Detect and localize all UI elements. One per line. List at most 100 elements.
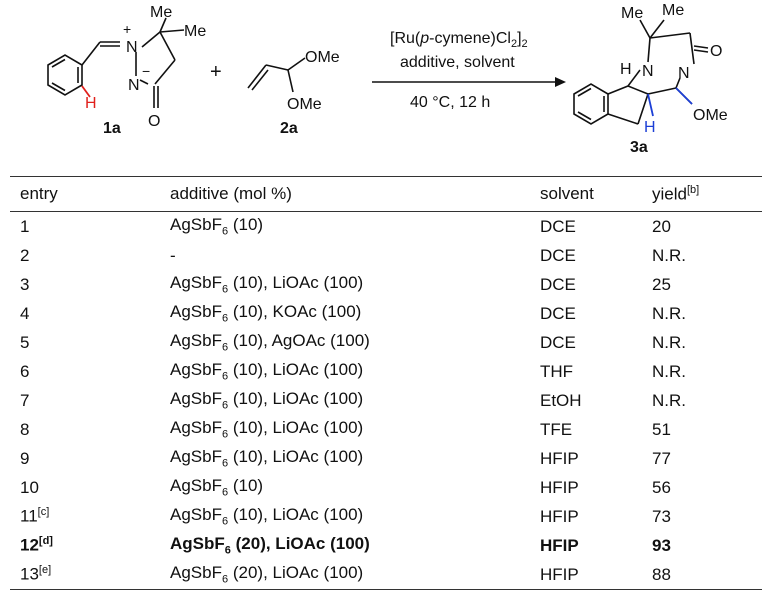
cell-solvent: THF xyxy=(540,361,574,381)
cell-solvent: HFIP xyxy=(540,477,579,497)
cell-additive: AgSbF6 (10), LiOAc (100) xyxy=(170,505,364,528)
cell-solvent: HFIP xyxy=(540,506,579,526)
cell-yield: 20 xyxy=(652,216,671,236)
conditions-additive-solvent: additive, solvent xyxy=(400,54,515,71)
cell-solvent: HFIP xyxy=(540,535,579,555)
atom-ome-3a: OMe xyxy=(693,107,728,124)
atom-ome-2a-top: OMe xyxy=(305,49,340,66)
table-row: 3 AgSbF6 (10), LiOAc (100) DCE 25 xyxy=(10,270,762,299)
cell-solvent: HFIP xyxy=(540,448,579,468)
header-solvent: solvent xyxy=(540,176,652,212)
cell-additive: AgSbF6 (10), AgOAc (100) xyxy=(170,331,370,354)
atom-h-3a-top: H xyxy=(620,61,632,78)
atom-n-3a-1: N xyxy=(642,63,654,80)
cell-yield: 25 xyxy=(652,274,671,294)
highlight-blue-bond-2 xyxy=(675,87,693,105)
cell-additive: AgSbF6 (10), KOAc (100) xyxy=(170,302,362,325)
cell-solvent: EtOH xyxy=(540,390,582,410)
atom-me-1a-right: Me xyxy=(184,23,206,40)
entry-footnote: [e] xyxy=(38,564,52,577)
entry-number: 7 xyxy=(20,390,30,410)
plus-sign: + xyxy=(210,61,222,83)
label-2a: 2a xyxy=(280,120,298,137)
cell-yield: N.R. xyxy=(652,390,686,410)
entry-number: 12 xyxy=(20,535,39,555)
entry-number: 5 xyxy=(20,332,30,352)
atom-n-plus: N xyxy=(126,39,138,56)
entry-number: 11 xyxy=(20,506,38,526)
cell-entry: 13[e] xyxy=(10,560,170,590)
cell-entry: 5 xyxy=(10,328,170,357)
cell-yield: 56 xyxy=(652,477,671,497)
entry-number: 3 xyxy=(20,274,30,294)
cell-entry: 1 xyxy=(10,212,170,242)
cell-yield: N.R. xyxy=(652,332,686,352)
cell-entry: 2 xyxy=(10,241,170,270)
cell-entry: 6 xyxy=(10,357,170,386)
cell-yield: N.R. xyxy=(652,361,686,381)
cell-solvent: DCE xyxy=(540,245,576,265)
reactant-1a-structure xyxy=(47,17,185,108)
highlight-h-bond xyxy=(81,85,91,98)
cell-additive: AgSbF6 (10), LiOAc (100) xyxy=(170,389,364,412)
cell-additive: - xyxy=(170,245,176,265)
reaction-arrow-head xyxy=(555,77,566,87)
cell-yield: N.R. xyxy=(652,245,686,265)
cell-yield: 73 xyxy=(652,506,671,526)
entry-footnote: [c] xyxy=(37,506,50,519)
charge-minus: − xyxy=(142,63,150,79)
entry-number: 8 xyxy=(20,419,30,439)
entry-number: 9 xyxy=(20,448,30,468)
entry-number: 6 xyxy=(20,361,30,381)
atom-me-3a-left: Me xyxy=(621,5,643,22)
cell-yield: 51 xyxy=(652,419,671,439)
label-1a: 1a xyxy=(103,120,121,137)
entry-number: 1 xyxy=(20,216,30,236)
optimization-table: entry additive (mol %) solvent yield[b] … xyxy=(10,176,762,590)
cell-solvent: HFIP xyxy=(540,560,652,590)
cell-additive: AgSbF6 (10) xyxy=(170,476,264,499)
entry-number: 4 xyxy=(20,303,30,323)
cell-additive: AgSbF6 (20), LiOAc (100) xyxy=(170,560,540,590)
header-yield: yield[b] xyxy=(652,176,762,212)
entry-number: 10 xyxy=(20,477,39,497)
cell-entry: 7 xyxy=(10,386,170,415)
entry-number: 2 xyxy=(20,245,30,265)
header-yield-label: yield xyxy=(652,184,687,204)
cell-additive: AgSbF6 (20), LiOAc (100) xyxy=(170,534,370,557)
entry-footnote: [d] xyxy=(38,535,53,548)
atom-o-3a: O xyxy=(710,43,722,60)
product-3a-structure xyxy=(573,19,709,125)
atom-ome-2a-bottom: OMe xyxy=(287,96,322,113)
cell-yield: 88 xyxy=(652,560,762,590)
cell-additive: AgSbF6 (10), LiOAc (100) xyxy=(170,447,364,470)
cell-additive: AgSbF6 (10) xyxy=(170,215,264,238)
atom-n-minus: N xyxy=(128,77,140,94)
catalyst-label: [Ru(p-cymene)Cl2]2 xyxy=(390,30,528,50)
atom-h-red: H xyxy=(85,95,97,112)
table-row: 2 - DCE N.R. xyxy=(10,241,762,270)
atom-me-1a-top: Me xyxy=(150,4,172,21)
cell-additive: AgSbF6 (10), LiOAc (100) xyxy=(170,273,364,296)
cell-entry: 3 xyxy=(10,270,170,299)
cell-entry: 11[c] xyxy=(10,502,170,531)
cell-solvent: DCE xyxy=(540,274,576,294)
table-row: 1 AgSbF6 (10) DCE 20 xyxy=(10,212,762,242)
atom-n-3a-2: N xyxy=(678,65,690,82)
table-row: 7 AgSbF6 (10), LiOAc (100) EtOH N.R. xyxy=(10,386,762,415)
cell-entry: 12[d] xyxy=(10,531,170,560)
reactant-2a-structure xyxy=(247,57,306,93)
cell-entry: 10 xyxy=(10,473,170,502)
cell-solvent: DCE xyxy=(540,216,576,236)
entry-number: 13 xyxy=(20,564,39,584)
atom-me-3a-right: Me xyxy=(662,2,684,19)
header-additive: additive (mol %) xyxy=(170,176,540,212)
cell-solvent: DCE xyxy=(540,303,576,323)
